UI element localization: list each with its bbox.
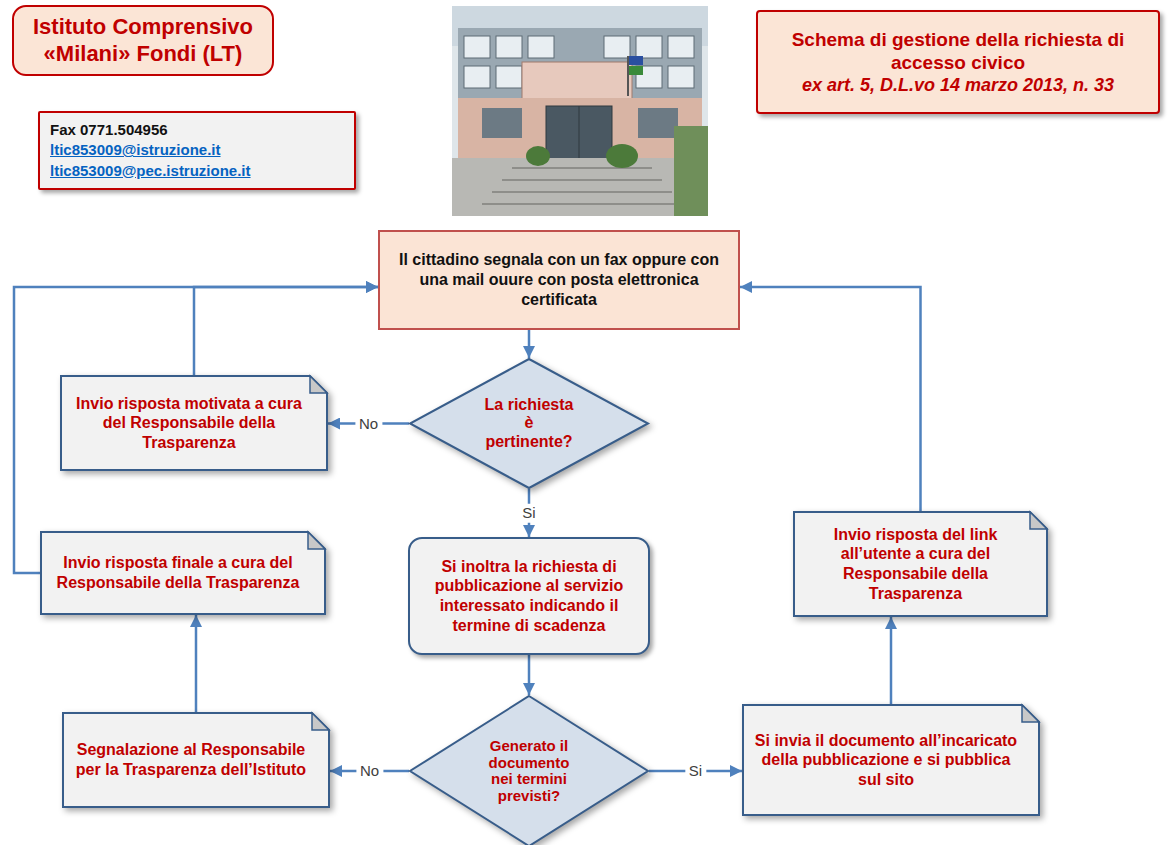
node-text: ltic853009@pec.istruzione.it <box>50 161 344 181</box>
node-text: Invio risposta del link all’utente a cur… <box>805 525 1026 603</box>
edge-label: Si <box>685 762 706 781</box>
process-box: Segnalazione al Responsabile per la Tras… <box>62 712 330 808</box>
edge-label: No <box>355 414 382 433</box>
school-name-box: Istituto Comprensivo «Milani» Fondi (LT) <box>12 5 274 76</box>
node-text: Invio risposta motivata a cura del Respo… <box>72 394 306 453</box>
title-box: Schema di gestione della richiesta di ac… <box>756 10 1160 114</box>
text-group: Fax 0771.504956ltic853009@istruzione.itl… <box>50 120 344 181</box>
flow-arrow <box>195 615 198 712</box>
node-text: Il cittadino segnala con un fax oppure c… <box>392 250 726 310</box>
node-text: ex art. 5, D.L.vo 14 marzo 2013, n. 33 <box>768 74 1148 97</box>
text-group: Segnalazione al Responsabile per la Tras… <box>74 740 308 779</box>
output-box: Invio risposta finale a cura del Respons… <box>40 531 326 615</box>
node-text: Si inoltra la richiesta di pubblicazione… <box>422 557 636 635</box>
node-text: Istituto Comprensivo «Milani» Fondi (LT) <box>22 14 264 67</box>
edge-label: Si <box>518 504 539 523</box>
folded-box-outline <box>62 712 330 808</box>
text-group: La richiesta è pertinente? <box>409 396 649 451</box>
flow-arrow <box>528 655 531 695</box>
decision-diamond: Generato il documento nei termini previs… <box>409 695 649 845</box>
folded-box-outline <box>40 531 326 615</box>
text-group: Invio risposta del link all’utente a cur… <box>805 525 1026 603</box>
node-text: La richiesta è pertinente? <box>479 396 579 451</box>
node-text: Invio risposta finale a cura del Respons… <box>52 553 304 592</box>
text-group: Il cittadino segnala con un fax oppure c… <box>392 250 726 310</box>
node-text: Generato il documento nei termini previs… <box>480 738 578 804</box>
start-box: Il cittadino segnala con un fax oppure c… <box>378 230 740 330</box>
contact-box: Fax 0771.504956ltic853009@istruzione.itl… <box>38 111 356 190</box>
edge-label: No <box>356 762 383 781</box>
text-group: Si inoltra la richiesta di pubblicazione… <box>422 557 636 635</box>
node-text: Fax 0771.504956 <box>50 120 344 140</box>
text-group: Istituto Comprensivo «Milani» Fondi (LT) <box>22 14 264 67</box>
node-text: Segnalazione al Responsabile per la Tras… <box>74 740 308 779</box>
output-box: Invio risposta del link all’utente a cur… <box>793 511 1048 617</box>
flow-arrow <box>194 287 378 375</box>
node-text: ltic853009@istruzione.it <box>50 140 344 160</box>
node-text: Schema di gestione della richiesta di ac… <box>768 28 1148 74</box>
process-box: Si invia il documento all’incaricato del… <box>742 704 1040 816</box>
text-group: Si invia il documento all’incaricato del… <box>754 731 1018 790</box>
flow-arrow <box>890 617 893 704</box>
text-group: Generato il documento nei termini previs… <box>409 738 649 804</box>
flow-arrow <box>528 330 531 358</box>
text-group: Invio risposta finale a cura del Respons… <box>52 553 304 592</box>
output-box: Invio risposta motivata a cura del Respo… <box>60 375 328 471</box>
process-box: Si inoltra la richiesta di pubblicazione… <box>408 537 650 655</box>
text-group: Schema di gestione della richiesta di ac… <box>768 28 1148 97</box>
school-photo <box>452 6 708 216</box>
text-group: Invio risposta motivata a cura del Respo… <box>72 394 306 453</box>
node-text: Si invia il documento all’incaricato del… <box>754 731 1018 790</box>
flow-arrow <box>14 287 378 573</box>
decision-diamond: La richiesta è pertinente? <box>409 358 649 489</box>
flow-arrow <box>740 287 921 511</box>
